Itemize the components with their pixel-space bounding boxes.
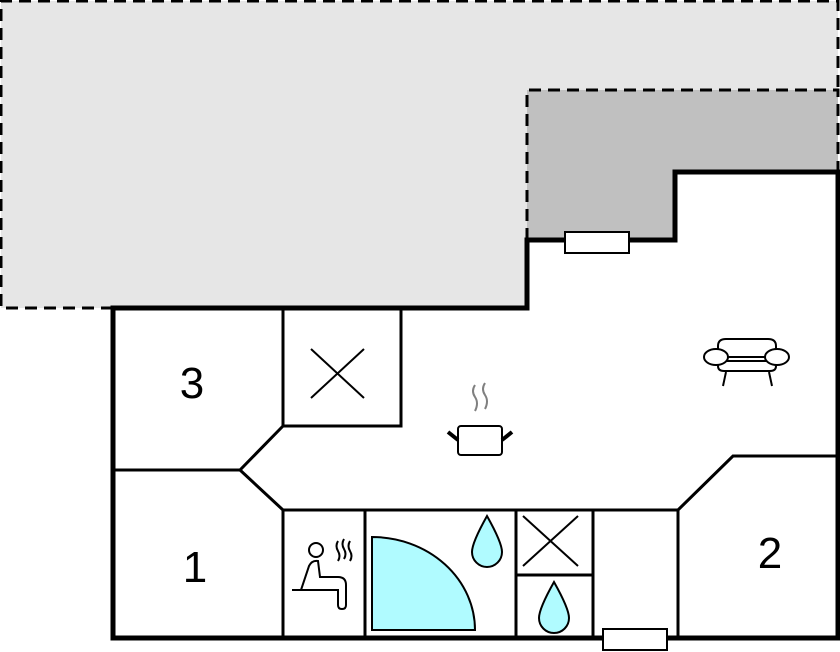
room-label-2: 2 (758, 529, 782, 578)
window-bottom (602, 628, 668, 651)
interior-walls (113, 308, 838, 638)
shower-icon (371, 535, 477, 631)
armchair-icon (703, 338, 790, 387)
exterior-walls (110, 169, 840, 641)
x-mark-icon (522, 515, 579, 567)
water-drop-icon (537, 579, 571, 634)
outdoor-area (0, 0, 840, 310)
room-label-1: 1 (183, 543, 207, 592)
x-mark-icon (310, 348, 365, 399)
room-label-3: 3 (180, 359, 204, 408)
terrace (525, 88, 840, 240)
water-drop-icon (470, 513, 504, 568)
cooking-pot-icon (446, 382, 514, 456)
sauna-icon (292, 538, 353, 611)
window-terrace (564, 231, 630, 254)
